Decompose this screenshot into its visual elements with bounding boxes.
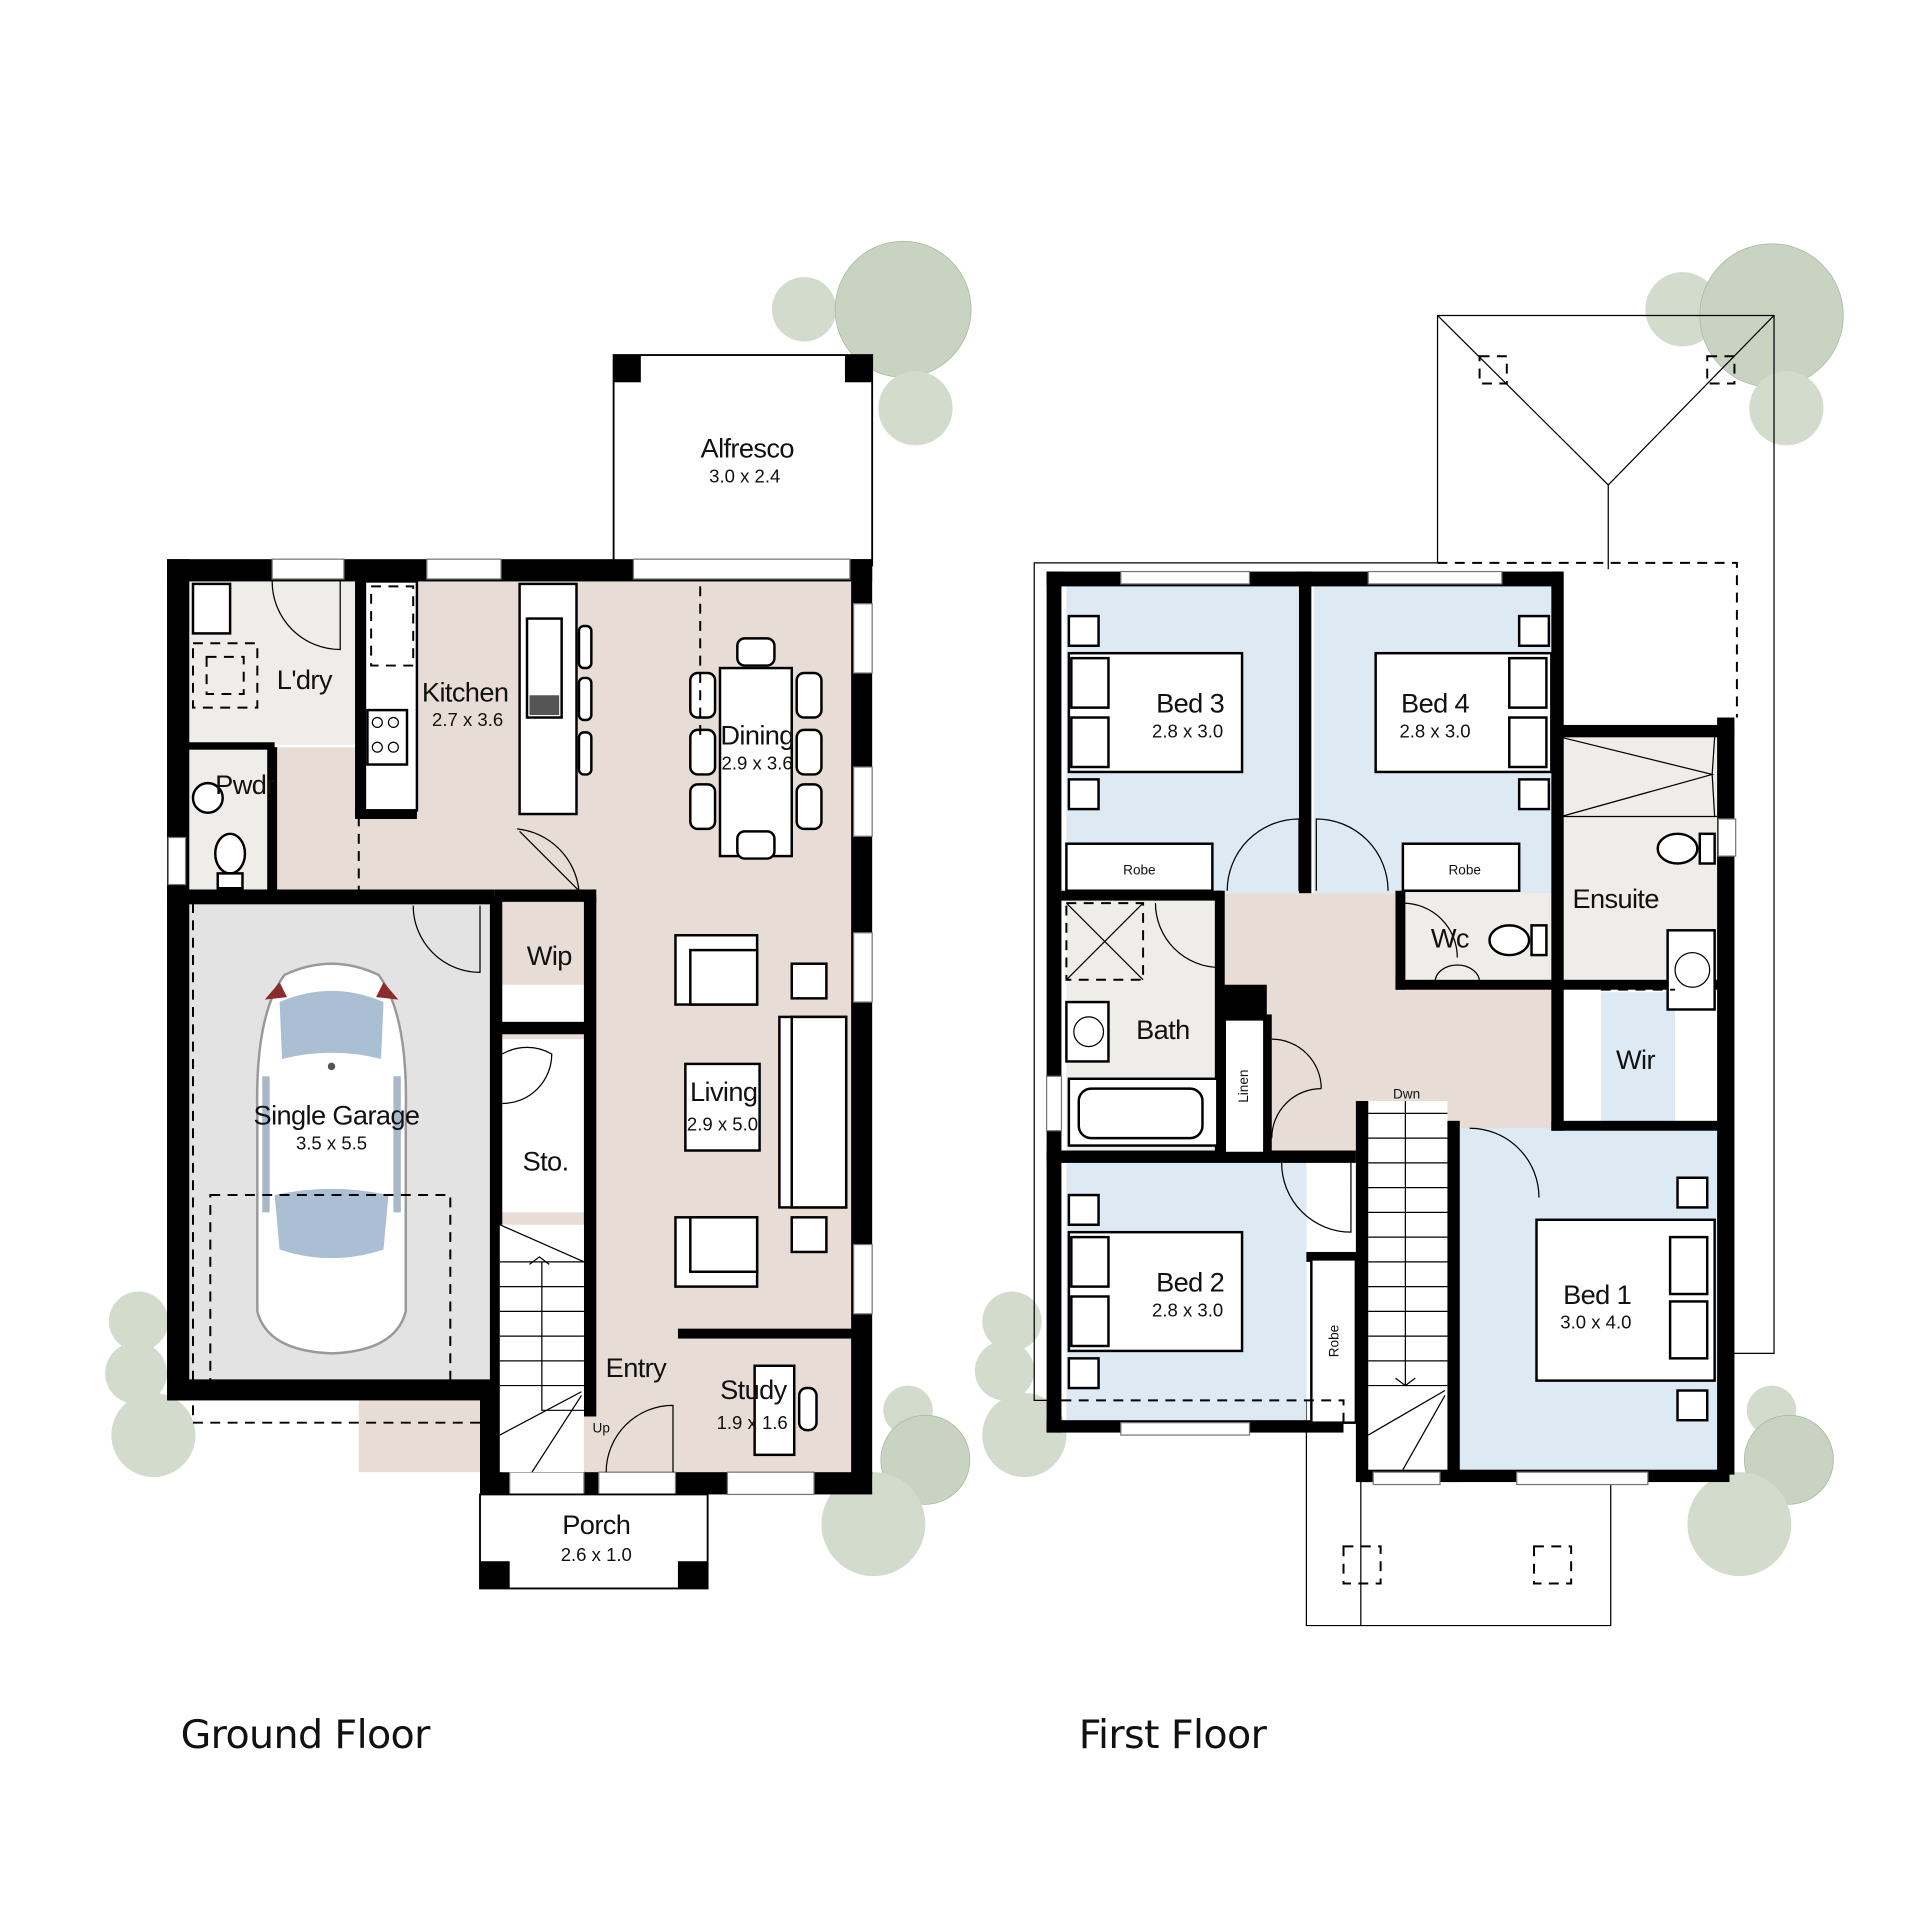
linen-cupboard (1223, 1018, 1266, 1155)
tree-icon (1687, 1385, 1834, 1577)
first-floor-labels: Bed 3 2.8 x 3.0 Bed 4 2.8 x 3.0 Robe Rob… (1123, 688, 1659, 1358)
room-dim-kitchen: 2.7 x 3.6 (432, 709, 503, 730)
room-label-robe-bed2: Robe (1327, 1325, 1342, 1357)
room-label-laundry: L'dry (277, 664, 333, 695)
room-dim-study: 1.9 x 1.6 (717, 1412, 788, 1433)
robe-bed2 (1310, 1258, 1358, 1424)
room-label-alfresco: Alfresco (701, 433, 794, 464)
first-floor-title: First Floor (1079, 1712, 1268, 1758)
room-label-robe-bed4: Robe (1448, 863, 1481, 878)
robe-bed3 (1065, 842, 1214, 892)
ground-floor-title: Ground Floor (181, 1712, 432, 1758)
room-label-wir: Wir (1616, 1044, 1655, 1075)
room-dim-bed1: 3.0 x 4.0 (1560, 1312, 1631, 1333)
robe-bed4 (1401, 842, 1521, 892)
storage-floor (499, 1039, 584, 1213)
room-label-garage: Single Garage (254, 1100, 420, 1131)
room-label-powder: Pwdr (215, 769, 275, 800)
room-dim-bed3: 2.8 x 3.0 (1152, 720, 1223, 741)
room-label-study: Study (720, 1374, 787, 1405)
room-label-bed1: Bed 1 (1563, 1279, 1631, 1310)
room-dim-bed2: 2.8 x 3.0 (1152, 1299, 1223, 1320)
room-label-ensuite: Ensuite (1572, 883, 1658, 914)
tree-icon (105, 1291, 196, 1478)
staircase-first (1367, 1101, 1448, 1470)
dining-table (718, 666, 793, 858)
room-label-bed3: Bed 3 (1156, 688, 1224, 719)
tree-icon (1645, 243, 1844, 446)
room-label-linen: Linen (1236, 1070, 1251, 1103)
room-label-dining: Dining (720, 720, 793, 751)
stair-down-label: Dwn (1393, 1087, 1420, 1102)
stair-up-label: Up (593, 1421, 610, 1436)
room-dim-alfresco: 3.0 x 2.4 (709, 465, 780, 486)
porch-area (479, 1493, 709, 1590)
room-label-bath: Bath (1136, 1014, 1190, 1045)
room-dim-living: 2.9 x 5.0 (687, 1114, 758, 1135)
room-label-storage: Sto. (523, 1145, 569, 1176)
room-dim-porch: 2.6 x 1.0 (561, 1544, 632, 1565)
wip-floor (499, 900, 584, 985)
coffee-table (684, 1062, 761, 1152)
tree-icon (974, 1291, 1067, 1478)
room-label-porch: Porch (562, 1509, 630, 1540)
room-dim-dining: 2.9 x 3.6 (722, 752, 793, 773)
room-label-wip: Wip (527, 940, 572, 971)
first-floor-plan (1033, 314, 1775, 1627)
ground-floor-labels: Alfresco 3.0 x 2.4 L'dry Kitchen 2.7 x 3… (215, 433, 794, 1566)
staircase-ground (499, 1224, 585, 1473)
room-dim-bed4: 2.8 x 3.0 (1399, 720, 1470, 741)
room-label-bed2: Bed 2 (1156, 1267, 1224, 1298)
car-icon (255, 962, 408, 1355)
room-label-bed4: Bed 4 (1401, 688, 1469, 719)
room-label-living: Living (690, 1076, 757, 1107)
tree-icon (771, 240, 972, 446)
ground-floor-plan (167, 354, 874, 1590)
wir-floor (1600, 992, 1676, 1124)
room-label-wc: Wc (1431, 923, 1469, 954)
room-dim-garage: 3.5 x 5.5 (296, 1132, 367, 1153)
room-label-entry: Entry (606, 1352, 667, 1383)
tree-icon (821, 1385, 971, 1577)
room-label-robe-bed3: Robe (1123, 863, 1156, 878)
room-label-kitchen: Kitchen (422, 676, 508, 707)
